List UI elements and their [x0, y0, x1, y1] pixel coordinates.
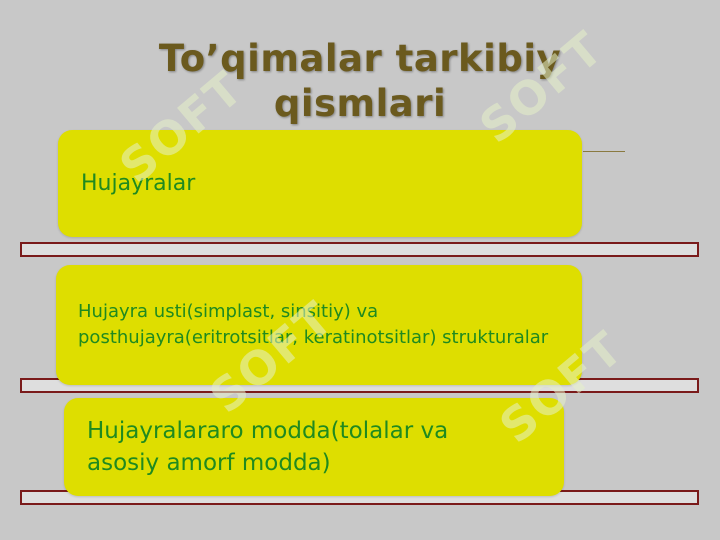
title-underline [583, 151, 625, 152]
list-item-box: Hujayralar [58, 130, 582, 237]
slide-title-line-2: qismlari [273, 82, 447, 125]
divider-band [20, 242, 699, 257]
list-item-box: Hujayra usti(simplast, sinsitiy) va post… [56, 265, 582, 385]
slide-title-line-1: To’qimalar tarkibiy [158, 37, 562, 80]
list-item-text: Hujayralar [81, 171, 196, 196]
list-item-text: Hujayra usti(simplast, sinsitiy) va post… [78, 301, 549, 348]
slide-title: To’qimalar tarkibiy qismlari [0, 36, 720, 126]
list-item-text: Hujayralararo modda(tolalar va asosiy am… [87, 418, 449, 476]
list-item-box: Hujayralararo modda(tolalar va asosiy am… [64, 398, 564, 496]
